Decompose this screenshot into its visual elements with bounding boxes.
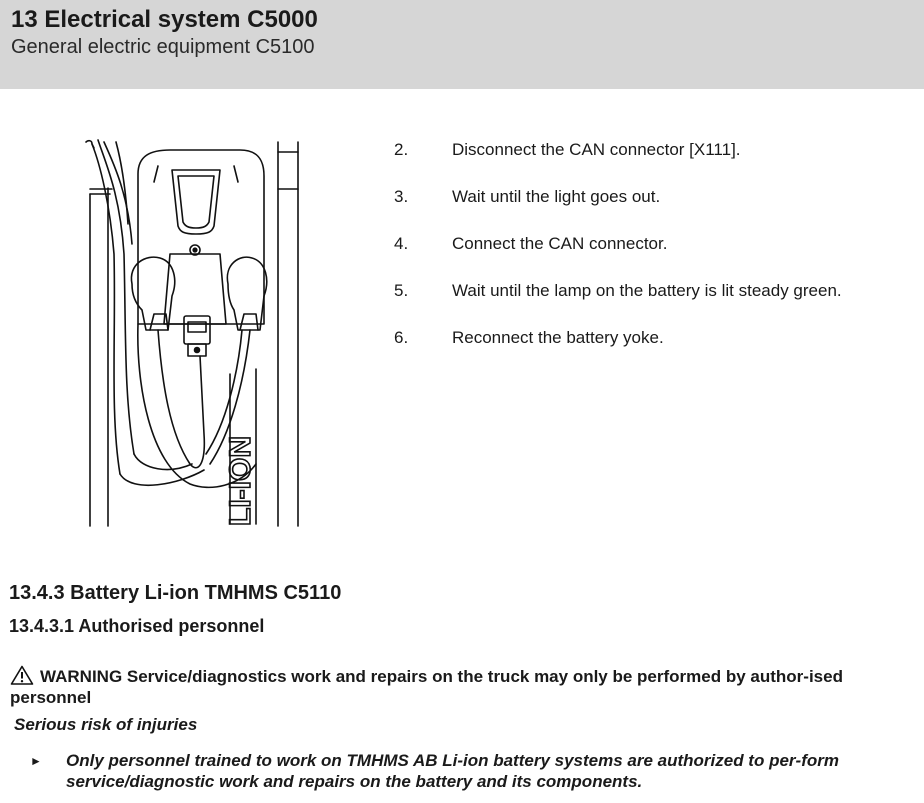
step-number: 6.: [394, 328, 409, 347]
battery-illustration-svg: LI-ION: [85, 139, 299, 527]
step-item: 6. Reconnect the battery yoke.: [394, 327, 919, 374]
battery-connector-illustration: LI-ION: [80, 134, 305, 529]
step-item: 2. Disconnect the CAN connector [X111].: [394, 139, 919, 186]
procedure-steps: 2. Disconnect the CAN connector [X111]. …: [394, 139, 919, 374]
step-number: 2.: [394, 140, 409, 159]
arrow-bullet-icon: ►: [30, 754, 42, 768]
step-text: Wait until the light goes out.: [452, 187, 661, 206]
step-text: Connect the CAN connector.: [452, 234, 668, 253]
warning-text: WARNING Service/diagnostics work and rep…: [10, 667, 843, 707]
li-ion-label: LI-ION: [224, 436, 257, 526]
page-header: 13 Electrical system C5000 General elect…: [0, 0, 924, 89]
chapter-title: 13 Electrical system C5000: [11, 6, 318, 33]
instruction-text: Only personnel trained to work on TMHMS …: [66, 751, 839, 791]
risk-statement: Serious risk of injuries: [14, 715, 198, 734]
step-number: 3.: [394, 187, 409, 206]
section-heading: 13.4.3 Battery Li-ion TMHMS C5110: [9, 582, 342, 604]
subsection-heading: 13.4.3.1 Authorised personnel: [9, 616, 265, 636]
step-item: 3. Wait until the light goes out.: [394, 186, 919, 233]
step-text: Disconnect the CAN connector [X111].: [452, 140, 741, 159]
warning-triangle-icon: [10, 665, 34, 685]
step-text: Reconnect the battery yoke.: [452, 328, 664, 347]
chapter-subtitle: General electric equipment C5100: [11, 36, 315, 58]
instruction-item: ► Only personnel trained to work on TMHM…: [30, 750, 920, 792]
step-text: Wait until the lamp on the battery is li…: [452, 281, 842, 300]
step-item: 4. Connect the CAN connector.: [394, 233, 919, 280]
step-number: 5.: [394, 281, 409, 300]
step-item: 5. Wait until the lamp on the battery is…: [394, 280, 919, 327]
step-number: 4.: [394, 234, 409, 253]
warning-block: WARNING Service/diagnostics work and rep…: [10, 665, 922, 708]
